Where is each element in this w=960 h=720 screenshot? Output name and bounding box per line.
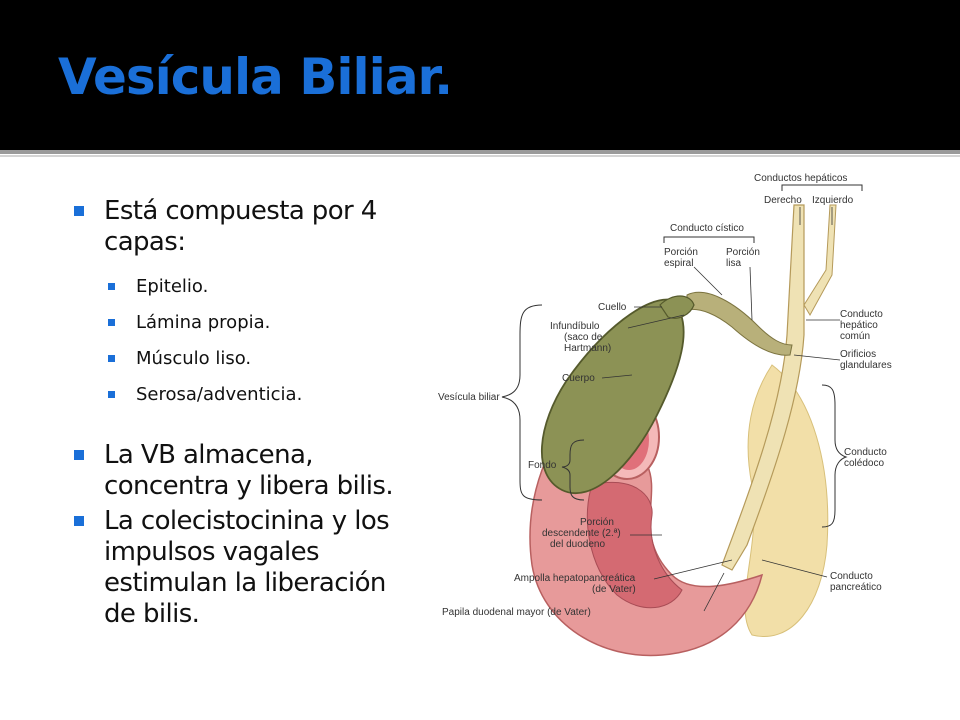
label-izquierdo: Izquierdo — [812, 195, 854, 206]
bullet-almacena: La VB almacena, concentra y libera bilis… — [74, 440, 424, 502]
bullet-text: Está compuesta por 4 — [104, 196, 377, 226]
header-divider — [0, 150, 960, 154]
label-coledoco-1: Conducto — [844, 447, 887, 458]
square-bullet-icon — [108, 391, 115, 398]
fondo-bracket — [561, 439, 585, 501]
label-hepatico-comun-3: común — [840, 331, 870, 342]
sub-bullet-text: Epitelio. — [136, 276, 209, 297]
label-cuerpo: Cuerpo — [562, 373, 595, 384]
label-hepatico-comun-2: hepático — [840, 320, 878, 331]
label-derecho: Derecho — [764, 195, 802, 206]
bullet-text: impulsos vagales — [104, 537, 320, 567]
label-fondo: Fondo — [528, 460, 557, 471]
gallbladder-shape — [541, 298, 685, 495]
label-ampolla-2: (de Vater) — [592, 584, 636, 595]
bullet-text: La colecistocinina y los — [104, 506, 390, 536]
label-papila: Papila duodenal mayor (de Vater) — [442, 607, 591, 618]
label-porcion-lisa-1: Porción — [726, 247, 760, 258]
square-bullet-icon — [74, 516, 84, 526]
header-divider-light — [0, 155, 960, 157]
leader-lines — [601, 207, 841, 612]
common-bile-duct — [721, 204, 805, 571]
sub-bullet-lamina-propia: Lámina propia. — [74, 312, 424, 334]
bullet-text: capas: — [104, 227, 186, 257]
label-descendente-2: descendente (2.ª) — [542, 528, 621, 539]
label-orificios-1: Orificios — [840, 349, 876, 360]
sub-bullet-musculo-liso: Músculo liso. — [74, 348, 424, 370]
sub-bullet-text: Serosa/adventicia. — [136, 384, 303, 405]
label-orificios-2: glandulares — [840, 360, 892, 371]
label-vesicula-biliar: Vesícula biliar — [438, 392, 500, 403]
sub-bullet-text: Lámina propia. — [136, 312, 271, 333]
bullet-text: estimulan la liberación — [104, 568, 386, 598]
left-hepatic-duct — [803, 204, 837, 317]
sub-bullet-serosa: Serosa/adventicia. — [74, 384, 424, 406]
label-descendente-3: del duodeno — [550, 539, 605, 550]
label-infundibulo-3: Hartmann) — [564, 343, 611, 354]
duodenum-lumen — [586, 481, 683, 609]
label-conducto-cistico: Conducto cístico — [670, 223, 744, 234]
slide-title: Vesícula Biliar. — [58, 48, 453, 106]
sub-bullet-text: Músculo liso. — [136, 348, 252, 369]
vesicula-bracket — [501, 304, 543, 501]
gallbladder-neck — [659, 295, 695, 319]
bullet-capas: Está compuesta por 4 capas: — [74, 196, 424, 258]
square-bullet-icon — [74, 206, 84, 216]
label-pancreatico-2: pancreático — [830, 582, 882, 593]
gallbladder-anatomy-illustration: Conductos hepáticos Derecho Izquierdo Co… — [438, 173, 892, 657]
coledoco-bracket — [821, 384, 848, 528]
label-infundibulo-2: (saco de — [564, 332, 603, 343]
label-ampolla-1: Ampolla hepatopancreática — [514, 573, 636, 584]
label-cuello: Cuello — [598, 302, 627, 313]
square-bullet-icon — [108, 283, 115, 290]
bullet-text: concentra y libera bilis. — [104, 471, 394, 501]
label-porcion-espiral-2: espiral — [664, 258, 693, 269]
label-pancreatico-1: Conducto — [830, 571, 873, 582]
square-bullet-icon — [74, 450, 84, 460]
bullet-list: Está compuesta por 4 capas: Epitelio. Lá… — [74, 196, 424, 656]
square-bullet-icon — [108, 319, 115, 326]
bullet-text: de bilis. — [104, 599, 200, 629]
label-porcion-espiral-1: Porción — [664, 247, 698, 258]
cystic-duct — [686, 291, 793, 356]
label-coledoco-2: colédoco — [844, 458, 884, 469]
sub-bullet-epitelio: Epitelio. — [74, 276, 424, 298]
label-conductos-hepaticos: Conductos hepáticos — [754, 173, 847, 184]
label-infundibulo-1: Infundíbulo — [550, 321, 600, 332]
label-porcion-lisa-2: lisa — [726, 258, 741, 269]
label-hepatico-comun-1: Conducto — [840, 309, 883, 320]
cistico-bracket — [663, 236, 755, 243]
hepaticos-bracket — [781, 184, 863, 191]
label-descendente-1: Porción — [580, 517, 614, 528]
title-bar: Vesícula Biliar. — [0, 0, 960, 150]
bullet-text: La VB almacena, — [104, 440, 314, 470]
bullet-colecistocinina: La colecistocinina y los impulsos vagale… — [74, 506, 424, 630]
square-bullet-icon — [108, 355, 115, 362]
pancreas-shape — [744, 364, 829, 637]
